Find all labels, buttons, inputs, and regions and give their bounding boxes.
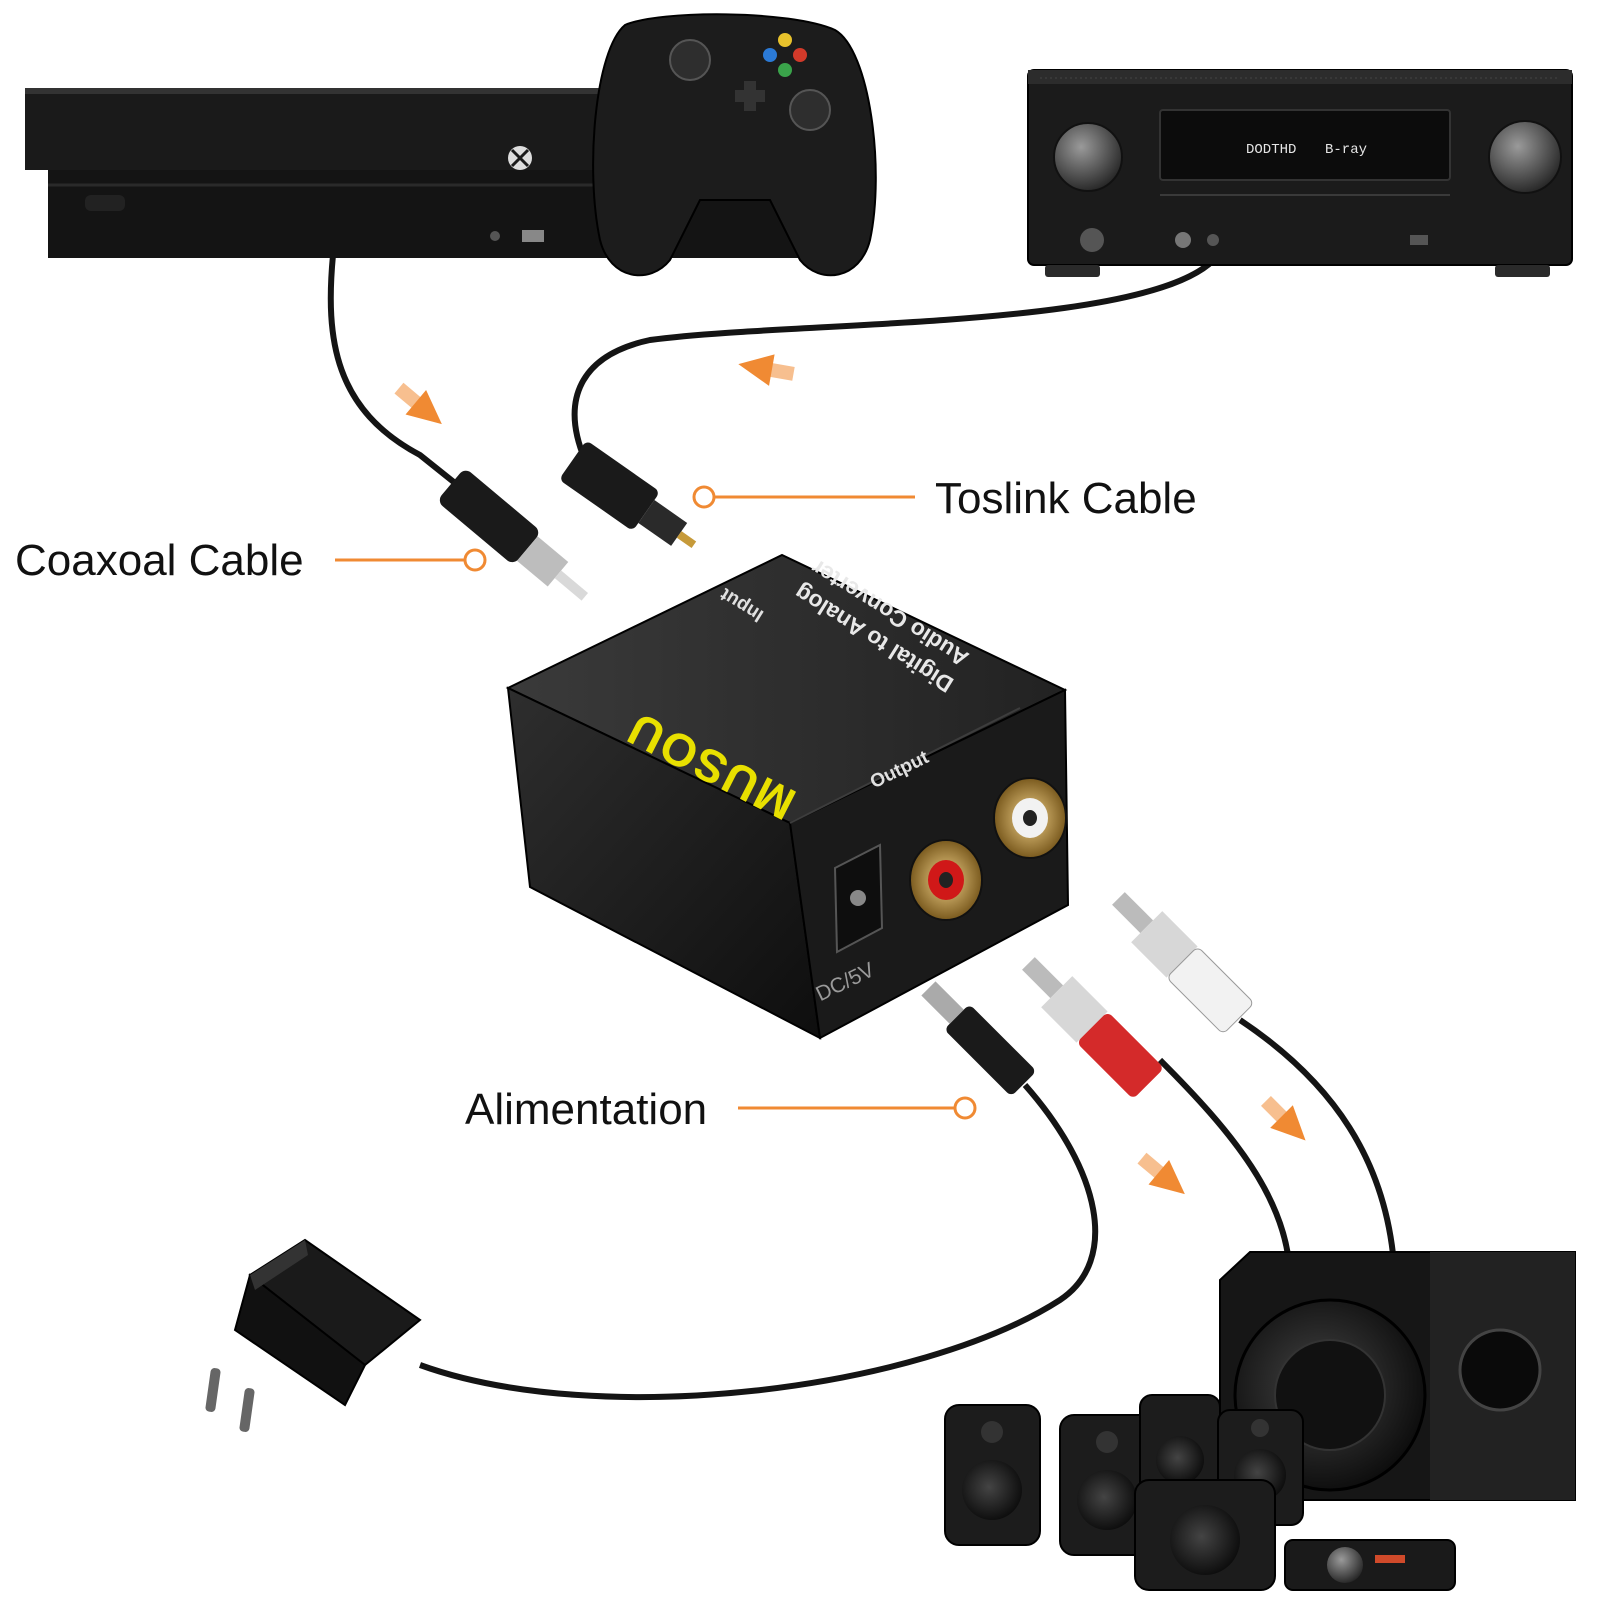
receiver-display-right: B-ray bbox=[1325, 142, 1367, 158]
toslink-plug bbox=[561, 442, 697, 549]
dac-converter: Input Digital to Analog Audio Converter … bbox=[505, 553, 1070, 1040]
rca-jack-white-icon bbox=[993, 777, 1067, 859]
signal-arrows bbox=[394, 354, 1306, 1195]
dc-power-plug bbox=[921, 981, 1035, 1095]
av-receiver-icon: DODTHD B-ray bbox=[1027, 69, 1573, 277]
coaxial-cable bbox=[327, 254, 472, 498]
coaxial-plug bbox=[439, 470, 589, 601]
callout-coaxial: Coaxoal Cable bbox=[15, 536, 487, 585]
rca-jack-red-icon bbox=[909, 839, 983, 921]
coaxial-cable-label: Coaxoal Cable bbox=[15, 536, 304, 585]
speaker-system-icon bbox=[944, 1251, 1576, 1591]
rca-white-plug bbox=[1112, 892, 1253, 1033]
arrow-icon bbox=[1261, 1096, 1306, 1141]
cables bbox=[327, 253, 1398, 1401]
toslink-cable-label: Toslink Cable bbox=[935, 474, 1197, 523]
callout-power: Alimentation bbox=[465, 1085, 977, 1134]
rca-red-cable bbox=[1157, 1057, 1293, 1281]
power-cable bbox=[418, 1083, 1099, 1401]
wall-adapter-icon bbox=[205, 1238, 422, 1432]
callout-toslink: Toslink Cable bbox=[692, 474, 1197, 523]
power-label: Alimentation bbox=[465, 1085, 707, 1134]
arrow-icon bbox=[738, 354, 795, 386]
gamepad-icon bbox=[592, 13, 877, 277]
dc-jack-icon bbox=[833, 843, 884, 954]
receiver-display-left: DODTHD bbox=[1246, 142, 1296, 158]
rca-red-plug bbox=[1022, 957, 1162, 1097]
arrow-icon bbox=[394, 382, 442, 425]
rca-white-cable bbox=[1238, 1017, 1398, 1281]
toslink-cable bbox=[571, 253, 1221, 462]
arrow-icon bbox=[1137, 1152, 1185, 1195]
